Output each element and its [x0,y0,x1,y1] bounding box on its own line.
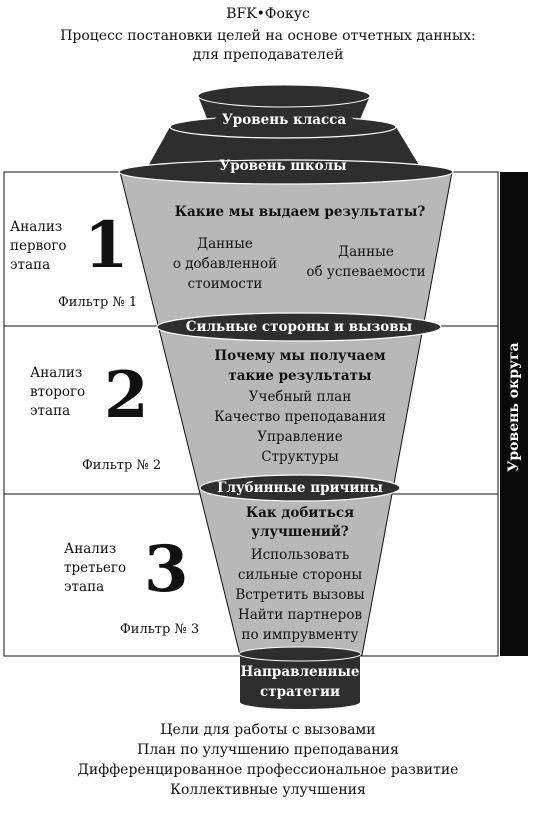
list-item: по импрувменту [241,627,359,643]
cup-school-level [146,127,422,170]
list-item: Использовать [250,547,350,563]
stage-2-items: Учебный план Качество преподавания Управ… [185,387,415,467]
band-root-causes [199,474,401,502]
stage-1-question: Какие мы выдаем результаты? [174,204,426,220]
band-root-causes-label: Глубинные причины [217,480,383,496]
list-item: Структуры [261,449,339,465]
funnel-rim [118,159,454,185]
list-item: Найти партнеров [237,607,363,623]
school-level-label: Уровень школы [219,158,347,174]
stage-3-items: Использовать сильные стороны Встретить в… [220,545,380,645]
list-item: сильные стороны [237,567,363,583]
stage-1-number: 1 [84,208,129,283]
list-item: Коллективные улучшения [170,782,366,798]
list-item: Встретить вызовы [235,587,365,603]
list-item: План по улучшению преподавания [137,742,399,758]
list-item: Цели для работы с вызовами [160,722,376,738]
filter-3-label: Фильтр № 3 [120,622,200,637]
list-item: Учебный план [248,389,352,405]
results-list: Цели для работы с вызовами План по улучш… [0,720,536,800]
brand-title: BFK•Фокус [226,6,310,22]
subtitle-line-2: для преподавателей [192,47,344,63]
output-cylinder [240,654,360,702]
filter-1-label: Фильтр № 1 [58,295,138,310]
list-item: Качество преподавания [214,409,386,425]
stage-2-number: 2 [104,358,149,433]
list-item: Управление [257,429,343,445]
band-strengths-label: Сильные стороны и вызовы [185,319,413,335]
band-strengths [156,312,442,342]
district-side-bar [500,172,528,656]
district-level-label: Уровень округа [506,342,522,472]
stage-3-number: 3 [144,532,189,607]
subtitle-line-1: Процесс постановки целей на основе отчет… [60,28,476,44]
filter-2-label: Фильтр № 2 [82,458,162,473]
class-level-label: Уровень класса [221,112,347,128]
list-item: Дифференцированное профессиональное разв… [77,762,459,778]
